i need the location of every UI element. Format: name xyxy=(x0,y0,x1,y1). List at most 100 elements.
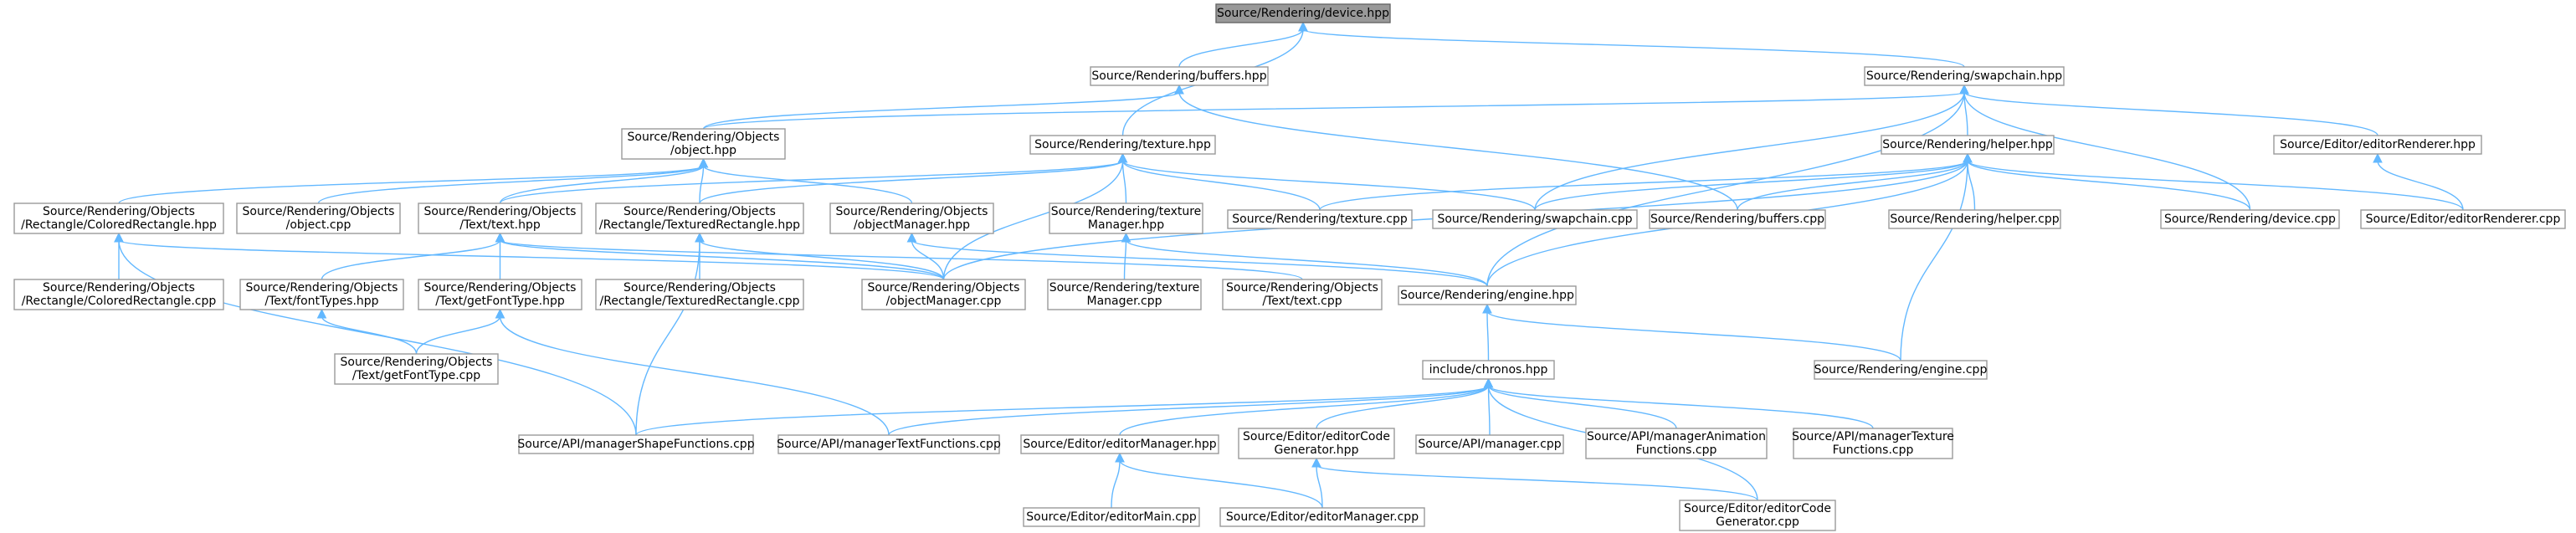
edge-editorRenderer_hpp-to-editorRenderer_cpp xyxy=(2373,152,2464,211)
node-label: Source/API/managerShapeFunctions.cpp xyxy=(517,438,754,451)
edge-chronos_hpp-to-editorCodeGen_hpp xyxy=(1316,377,1494,429)
node-helper_hpp[interactable]: Source/Rendering/helper.hpp xyxy=(1881,135,2055,155)
node-box xyxy=(1888,209,2061,229)
node-box xyxy=(13,202,224,234)
edge-helper_hpp-to-texture_cpp xyxy=(1319,152,1973,211)
arrowhead-icon xyxy=(1482,303,1492,314)
node-box xyxy=(1422,360,1555,380)
edge-buffers_hpp-to-object_hpp xyxy=(702,84,1184,130)
edge-device_hpp-to-swapchain_hpp xyxy=(1298,21,1965,68)
node-box xyxy=(1864,66,2065,86)
node-chronos_hpp[interactable]: include/chronos.hpp xyxy=(1422,360,1555,380)
node-label: /objectManager.hpp xyxy=(854,218,970,232)
node-device_cpp[interactable]: Source/Rendering/device.cpp xyxy=(2160,209,2340,229)
node-texturedRect_cpp[interactable]: Source/Rendering/Objects/Rectangle/Textu… xyxy=(595,279,804,310)
node-label: Source/Rendering/Objects xyxy=(424,281,577,295)
node-apiManager_cpp[interactable]: Source/API/manager.cpp xyxy=(1415,434,1564,454)
node-box xyxy=(334,353,499,385)
node-text_hpp[interactable]: Source/Rendering/Objects/Text/text.hpp xyxy=(418,202,582,234)
node-managerShape_cpp[interactable]: Source/API/managerShapeFunctions.cpp xyxy=(517,434,755,454)
node-label: Source/Rendering/Objects xyxy=(836,205,988,218)
node-texture_hpp[interactable]: Source/Rendering/texture.hpp xyxy=(1029,135,1216,155)
node-engine_cpp[interactable]: Source/Rendering/engine.cpp xyxy=(1814,360,1988,380)
node-label: Source/API/manager.cpp xyxy=(1418,438,1561,451)
node-label: Source/Rendering/Objects xyxy=(623,205,776,218)
node-label: /Text/text.hpp xyxy=(459,218,541,232)
edge-chronos_hpp-to-editorManager_hpp xyxy=(1119,377,1494,436)
node-label: /Rectangle/TexturedRectangle.hpp xyxy=(599,218,800,232)
node-box xyxy=(239,279,404,310)
node-label: Source/API/managerTexture xyxy=(1792,430,1954,443)
node-editorRenderer_hpp[interactable]: Source/Editor/editorRenderer.hpp xyxy=(2273,135,2482,155)
node-buffers_cpp[interactable]: Source/Rendering/buffers.cpp xyxy=(1649,209,1826,229)
node-label: Source/Editor/editorCode xyxy=(1684,502,1831,515)
arrowhead-icon xyxy=(2373,152,2383,163)
node-label: Source/API/managerAnimation xyxy=(1587,430,1766,443)
node-fontTypes_hpp[interactable]: Source/Rendering/Objects/Text/fontTypes.… xyxy=(239,279,404,310)
node-box xyxy=(1090,66,1269,86)
arrowhead-icon xyxy=(1298,21,1308,32)
edge-texture_hpp-to-swapchain_cpp xyxy=(1117,152,1536,211)
node-label: Source/Rendering/texture.cpp xyxy=(1232,213,1408,226)
node-label: Source/Rendering/swapchain.hpp xyxy=(1866,69,2062,83)
node-label: /object.cpp xyxy=(286,218,352,232)
node-box xyxy=(2360,209,2566,229)
arrowhead-icon xyxy=(1311,457,1321,468)
node-label: /Rectangle/TexturedRectangle.cpp xyxy=(600,295,800,308)
node-objectManager_hpp[interactable]: Source/Rendering/Objects/objectManager.h… xyxy=(829,202,994,234)
node-texturedRect_hpp[interactable]: Source/Rendering/Objects/Rectangle/Textu… xyxy=(595,202,804,234)
edge-chronos_hpp-to-managerAnim_cpp xyxy=(1483,377,1677,429)
node-label: Source/Rendering/helper.hpp xyxy=(1882,138,2053,151)
node-coloredRect_cpp[interactable]: Source/Rendering/Objects/Rectangle/Color… xyxy=(13,279,224,310)
arrowhead-icon xyxy=(495,232,505,243)
node-editorManager_hpp[interactable]: Source/Editor/editorManager.hpp xyxy=(1020,434,1219,454)
edge-texturedRect_hpp-to-managerShape_cpp xyxy=(635,232,705,436)
node-helper_cpp[interactable]: Source/Rendering/helper.cpp xyxy=(1888,209,2061,229)
arrowhead-icon xyxy=(1483,377,1494,388)
node-label: /Rectangle/ColoredRectangle.cpp xyxy=(22,295,217,308)
node-box xyxy=(1023,507,1200,527)
node-label: /Text/getFontType.cpp xyxy=(352,369,480,382)
edge-engine_hpp-to-engine_cpp xyxy=(1482,303,1901,361)
node-texture_cpp[interactable]: Source/Rendering/texture.cpp xyxy=(1227,209,1413,229)
node-box xyxy=(1215,3,1391,23)
node-objectManager_cpp[interactable]: Source/Rendering/Objects/objectManager.c… xyxy=(861,279,1026,310)
edge-object_hpp-to-coloredRect_hpp xyxy=(118,157,709,204)
node-label: Functions.cpp xyxy=(1636,443,1717,457)
node-swapchain_cpp[interactable]: Source/Rendering/swapchain.cpp xyxy=(1432,209,1638,229)
node-editorMain_cpp[interactable]: Source/Editor/editorMain.cpp xyxy=(1023,507,1200,527)
node-managerText_cpp[interactable]: Source/API/managerTextFunctions.cpp xyxy=(777,434,1001,454)
node-label: Source/Rendering/Objects xyxy=(1226,281,1378,295)
node-editorManager_cpp[interactable]: Source/Editor/editorManager.cpp xyxy=(1219,507,1425,527)
edge-texture_hpp-to-objectManager_cpp xyxy=(942,152,1128,280)
node-editorRenderer_cpp[interactable]: Source/Editor/editorRenderer.cpp xyxy=(2360,209,2566,229)
node-object_hpp[interactable]: Source/Rendering/Objects/object.hpp xyxy=(621,128,786,160)
node-text_cpp[interactable]: Source/Rendering/Objects/Text/text.cpp xyxy=(1222,279,1383,310)
node-label: Source/Rendering/device.hpp xyxy=(1217,7,1389,20)
node-label: Source/Rendering/buffers.cpp xyxy=(1650,213,1824,226)
node-object_cpp[interactable]: Source/Rendering/Objects/object.cpp xyxy=(236,202,401,234)
node-label: /Text/getFontType.hpp xyxy=(435,295,565,308)
edge-editorCodeGen_hpp-to-editorCodeGen_cpp xyxy=(1311,457,1758,501)
node-box xyxy=(1049,202,1203,234)
node-label: Source/Editor/editorManager.cpp xyxy=(1226,510,1419,524)
node-getFontType_hpp[interactable]: Source/Rendering/Objects/Text/getFontTyp… xyxy=(418,279,582,310)
node-getFontType_cpp[interactable]: Source/Rendering/Objects/Text/getFontTyp… xyxy=(334,353,499,385)
node-coloredRect_hpp[interactable]: Source/Rendering/Objects/Rectangle/Color… xyxy=(13,202,224,234)
node-box xyxy=(1238,428,1395,459)
node-swapchain_hpp[interactable]: Source/Rendering/swapchain.hpp xyxy=(1864,66,2065,86)
node-label: /objectManager.cpp xyxy=(886,295,1002,308)
node-label: Source/Rendering/Objects xyxy=(246,281,398,295)
edge-coloredRect_hpp-to-objectManager_cpp xyxy=(114,232,945,280)
node-engine_hpp[interactable]: Source/Rendering/engine.hpp xyxy=(1398,285,1577,305)
node-buffers_hpp[interactable]: Source/Rendering/buffers.hpp xyxy=(1090,66,1269,86)
node-device_hpp[interactable]: Source/Rendering/device.hpp xyxy=(1215,3,1391,23)
node-label: /Text/fontTypes.hpp xyxy=(264,295,378,308)
edge-coloredRect_hpp-to-managerShape_cpp xyxy=(114,232,637,436)
